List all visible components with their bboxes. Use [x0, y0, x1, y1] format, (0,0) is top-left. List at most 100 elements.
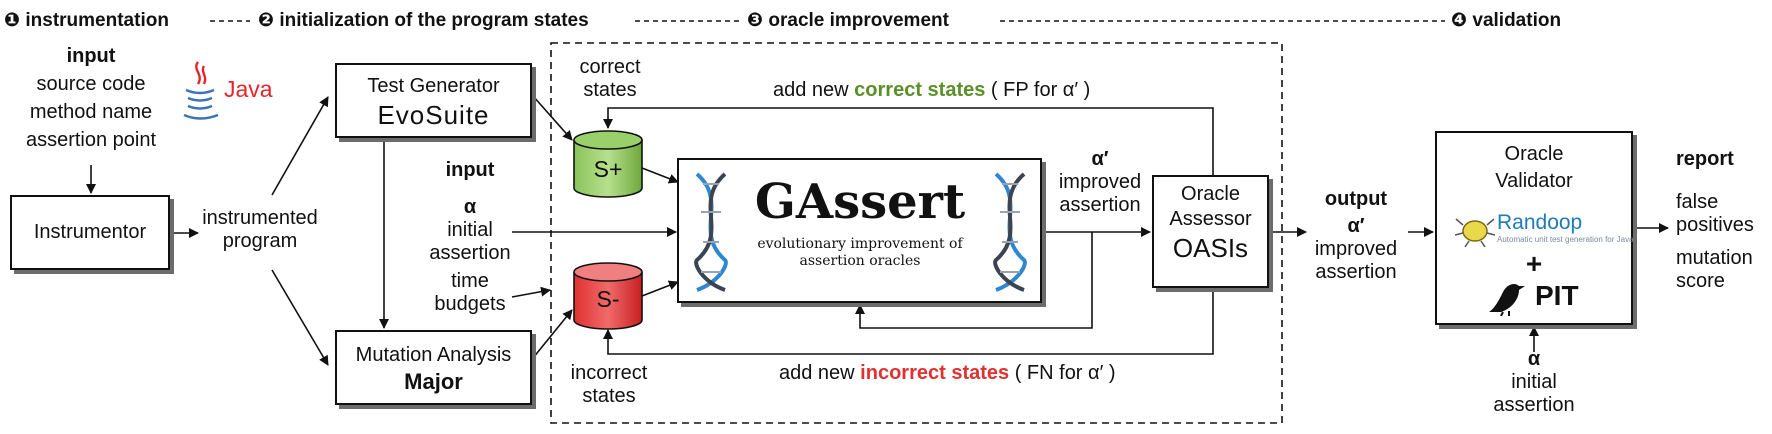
randoop-bug-icon: [1455, 218, 1495, 247]
oracle-assessor-box: Oracle Assessor OASIs: [1152, 175, 1269, 288]
top-loop-label: add new correct states ( FP for α′ ): [773, 79, 1090, 102]
phase-3-header: ❸ oracle improvement: [747, 9, 949, 32]
arrow-mutation-to-sminus: [532, 309, 573, 359]
mutation-analysis-label: Mutation Analysis: [355, 344, 512, 366]
incorrect-states-db: S-: [572, 262, 644, 332]
report-title: report: [1676, 148, 1734, 170]
phase-1-label: instrumentation: [25, 10, 169, 31]
database-icon: [573, 262, 643, 330]
phase-2-header: ❷ initialization of the program states: [258, 9, 589, 32]
pit-logo: PIT: [1485, 278, 1595, 318]
input-title: input: [66, 45, 116, 67]
test-generator-box: Test Generator EvoSuite: [335, 63, 532, 138]
bottom-loop-highlight: incorrect states: [860, 362, 1010, 384]
phase-1-number: ❶: [4, 10, 21, 31]
arrow-budgets-to-sminus: [511, 286, 551, 298]
output-assertion: assertion: [1315, 261, 1397, 283]
oracle-assessor-line1: Oracle: [1181, 183, 1240, 205]
phase-3-label: oracle improvement: [768, 10, 949, 31]
improved-assertion-line: assertion: [1059, 194, 1141, 216]
time-budgets-block: time budgets: [420, 270, 520, 316]
phase-4-label: validation: [1472, 10, 1562, 31]
improved-assertion-block: α′ improved assertion: [1045, 148, 1155, 217]
sminus-label: S-: [596, 286, 620, 312]
dna-left-icon: [694, 172, 728, 292]
input-source-code: source code: [36, 73, 146, 95]
gassert-box: GAssert evolutionary improvement of asse…: [677, 158, 1042, 303]
correct-states-db: S+: [572, 130, 644, 200]
randoop-tagline: Automatic unit test generation for Java: [1497, 235, 1634, 244]
validator-initial: initial: [1511, 371, 1557, 393]
gassert-subtitle-2: assertion oracles: [799, 253, 921, 269]
dna-right-icon: [993, 172, 1027, 292]
correct-line: correct: [579, 56, 641, 78]
oracle-validator-line2: Validator: [1495, 170, 1573, 192]
top-loop-highlight: correct states: [854, 79, 986, 101]
validator-assertion: assertion: [1493, 394, 1575, 416]
oracle-improvement-region: [550, 42, 1283, 424]
improved-alpha: α′: [1091, 148, 1109, 170]
gassert-subtitle: evolutionary improvement of assertion or…: [719, 236, 1001, 270]
pit-name: PIT: [1535, 280, 1579, 311]
test-generator-label: Test Generator: [367, 75, 500, 97]
phase-2-number: ❷: [258, 10, 275, 31]
oasis-logo: OASIs: [1172, 233, 1249, 263]
top-loop-prefix: add new: [773, 79, 855, 101]
evosuite-logo: EvoSuite: [377, 100, 490, 130]
states-line-2: states: [582, 385, 636, 407]
java-cup-icon: [183, 61, 219, 120]
phase-3-number: ❸: [747, 10, 764, 31]
randoop-name: Randoop: [1497, 211, 1583, 234]
input-block: input source code method name assertion …: [6, 45, 176, 152]
time-label: time: [451, 270, 489, 292]
arrow-splus-to-gassert: [641, 167, 679, 184]
major-logo: Major: [404, 369, 463, 394]
phase-4-header: ❹ validation: [1451, 9, 1561, 32]
middle-input-title: input: [445, 159, 495, 181]
middle-alpha: α: [463, 196, 477, 218]
incorrect-states-label: incorrect states: [554, 362, 664, 408]
incorrect-line: incorrect: [570, 362, 648, 384]
phase-2-label: initialization of the program states: [279, 10, 589, 31]
splus-label: S+: [593, 156, 623, 182]
arrow-program-to-testgen: [271, 96, 329, 196]
arrow-program-to-mutation: [271, 269, 329, 366]
top-loop-suffix: ( FP for α′ ): [985, 79, 1091, 101]
bottom-loop-prefix: add new: [779, 362, 861, 384]
report-block: report false positives mutation score: [1676, 148, 1772, 293]
improved-line: improved: [1058, 171, 1142, 193]
bottom-loop-suffix: ( FN for α′ ): [1009, 362, 1116, 384]
middle-initial: initial: [447, 219, 493, 241]
output-alpha: α′: [1347, 215, 1365, 237]
gassert-title: GAssert: [754, 174, 966, 230]
instrumentor-box: Instrumentor: [10, 195, 170, 270]
input-method-name: method name: [29, 101, 153, 123]
states-line: states: [583, 79, 637, 101]
report-score: score: [1676, 270, 1725, 292]
arrow-loop-to-splus: [603, 107, 1214, 175]
bottom-loop-label: add new incorrect states ( FN for α′ ): [779, 362, 1116, 385]
oracle-validator-line1: Oracle: [1504, 143, 1564, 165]
middle-input-alpha-block: α initial assertion: [420, 196, 520, 265]
arrow-testgen-to-splus: [532, 95, 573, 141]
oracle-assessor-line2: Assessor: [1169, 208, 1252, 230]
oracle-validator-box: Oracle Validator Randoop Automatic unit …: [1435, 131, 1634, 325]
arrow-feedback-to-gassert: [855, 232, 1093, 329]
middle-assertion: assertion: [429, 242, 511, 264]
gassert-subtitle-1: evolutionary improvement of: [757, 236, 963, 252]
phase-4-number: ❹: [1451, 10, 1468, 31]
output-title: output: [1324, 188, 1388, 210]
report-positives: positives: [1676, 214, 1754, 236]
report-false: false: [1676, 191, 1719, 213]
plus-sign: +: [1525, 248, 1543, 279]
java-logo: Java: [180, 58, 280, 124]
output-block: output α′ improved assertion: [1300, 188, 1412, 284]
pit-bird-icon: [1489, 284, 1525, 316]
arrow-loop-to-sminus: [603, 288, 1214, 355]
mutation-analysis-box: Mutation Analysis Major: [335, 330, 532, 405]
budgets-label: budgets: [434, 293, 506, 315]
java-logo-text: Java: [224, 76, 273, 102]
instrumented-line: instrumented: [202, 207, 318, 229]
database-icon: [573, 130, 643, 198]
